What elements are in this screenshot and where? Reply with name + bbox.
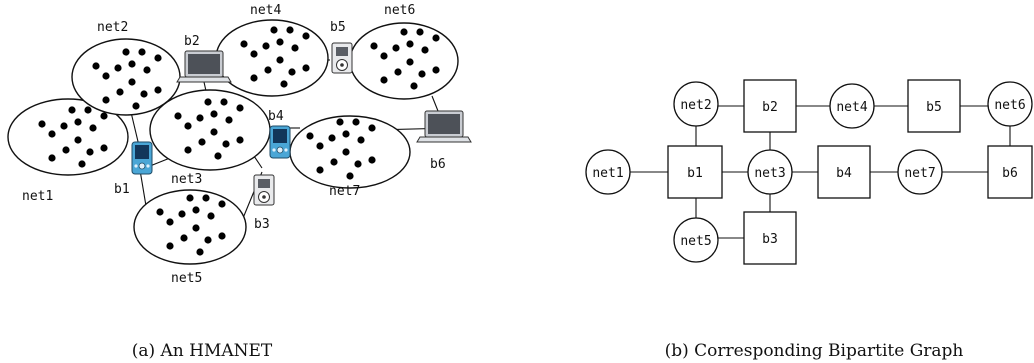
node-label: net5 <box>680 234 711 249</box>
network-net5 <box>133 189 247 265</box>
panel-a-hmanet: net2 net4 net6 net1 net3 net7 net5 b2 b5… <box>7 3 472 361</box>
label-b4: b4 <box>268 109 284 124</box>
graph-node-b1: b1 <box>667 145 723 199</box>
graph-node-net5: net5 <box>673 217 719 263</box>
laptop-icon <box>416 110 472 143</box>
network-net4 <box>215 19 329 97</box>
graph-edges <box>630 105 1011 239</box>
node-label: b1 <box>687 166 703 181</box>
node-label: net3 <box>754 166 785 181</box>
network-net3 <box>149 89 271 171</box>
network-net7 <box>289 115 411 189</box>
label-net4: net4 <box>250 3 281 18</box>
media-player-icon <box>253 174 275 206</box>
graph-node-net1: net1 <box>585 149 631 195</box>
node-label: net4 <box>836 100 867 115</box>
label-net6: net6 <box>384 3 415 18</box>
node-label: net7 <box>904 166 935 181</box>
graph-node-b3: b3 <box>743 211 797 265</box>
label-net1: net1 <box>22 189 53 204</box>
node-label: b2 <box>762 100 778 115</box>
label-net2: net2 <box>97 20 128 35</box>
label-net7: net7 <box>329 184 360 199</box>
label-net3: net3 <box>171 172 202 187</box>
node-label: net6 <box>994 98 1025 113</box>
node-label: b5 <box>926 100 942 115</box>
laptop-icon <box>176 50 232 83</box>
network-net6 <box>349 22 459 100</box>
caption-b: (b) Corresponding Bipartite Graph <box>665 341 964 361</box>
pda-icon <box>269 125 291 159</box>
graph-node-net2: net2 <box>673 81 719 127</box>
network-net1 <box>7 98 129 176</box>
node-label: net1 <box>592 166 623 181</box>
node-label: b3 <box>762 232 778 247</box>
graph-node-b4: b4 <box>817 145 871 199</box>
graph-node-net4: net4 <box>829 83 875 129</box>
label-b2: b2 <box>184 34 200 49</box>
panel-b-bipartite-graph: net1 net2 net3 net4 net5 net6 net7 b1 <box>585 79 1033 361</box>
node-label: b4 <box>836 166 852 181</box>
graph-node-b5: b5 <box>907 79 961 133</box>
graph-node-b2: b2 <box>743 79 797 133</box>
caption-a: (a) An HMANET <box>132 341 273 361</box>
label-b6: b6 <box>430 157 446 172</box>
graph-node-net7: net7 <box>897 149 943 195</box>
graph-node-b6: b6 <box>987 145 1033 199</box>
graph-node-net6: net6 <box>987 81 1033 127</box>
node-label: net2 <box>680 98 711 113</box>
media-player-icon <box>331 42 353 74</box>
label-b3: b3 <box>254 217 270 232</box>
label-b1: b1 <box>114 182 130 197</box>
label-net5: net5 <box>171 271 202 286</box>
node-label: b6 <box>1002 166 1018 181</box>
graph-node-net3: net3 <box>747 149 793 195</box>
pda-icon <box>131 141 153 175</box>
label-b5: b5 <box>330 20 346 35</box>
